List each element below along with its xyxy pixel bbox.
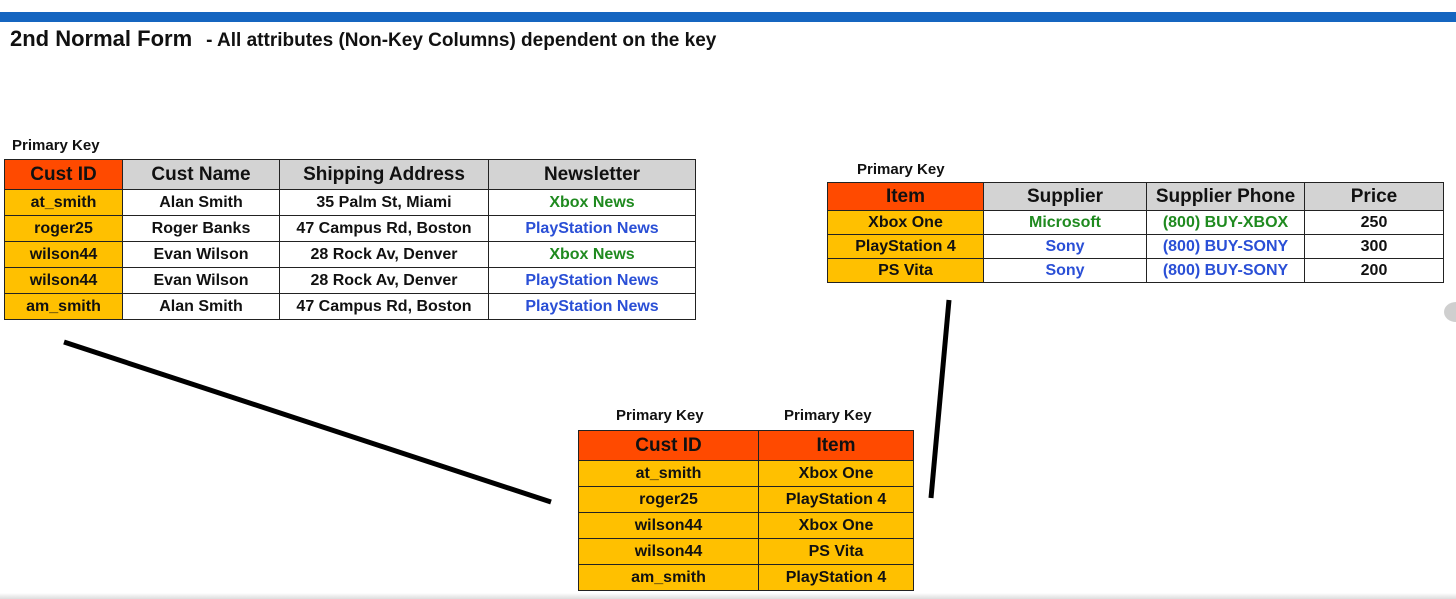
col-header-item: Item (827, 182, 984, 211)
newsletter-cell: Xbox News (488, 241, 696, 268)
link-header-row: Cust ID Item (578, 430, 914, 461)
price-cell: 250 (1304, 210, 1444, 235)
table-row: PlayStation 4 Sony (800) BUY-SONY 300 (827, 234, 1444, 259)
cust-name-cell: Alan Smith (122, 293, 280, 320)
cust-name-cell: Evan Wilson (122, 241, 280, 268)
cust-id-cell: wilson44 (578, 512, 759, 539)
customers-table: Cust ID Cust Name Shipping Address Newsl… (4, 159, 696, 320)
price-cell: 300 (1304, 234, 1444, 259)
supplier-phone-cell: (800) BUY-XBOX (1146, 210, 1305, 235)
col-header-item: Item (758, 430, 914, 461)
cust-id-cell: roger25 (578, 486, 759, 513)
customers-to-link-line (63, 339, 552, 505)
table-row: Xbox One Microsoft (800) BUY-XBOX 250 (827, 210, 1444, 235)
edge-scroll-handle[interactable] (1444, 302, 1456, 322)
supplier-cell: Sony (983, 258, 1147, 283)
cust-name-cell: Roger Banks (122, 215, 280, 242)
item-cell: PlayStation 4 (827, 234, 984, 259)
cust-id-cell: roger25 (4, 215, 123, 242)
col-header-newsletter: Newsletter (488, 159, 696, 190)
table-row: am_smith Alan Smith 47 Campus Rd, Boston… (4, 293, 696, 320)
items-header-row: Item Supplier Supplier Phone Price (827, 182, 1444, 211)
top-accent-bar (0, 12, 1456, 22)
page-title: 2nd Normal Form - All attributes (Non-Key… (10, 26, 716, 52)
cust-name-cell: Evan Wilson (122, 267, 280, 294)
link-pk-label-cust: Primary Key (616, 407, 704, 424)
col-header-shipping-address: Shipping Address (279, 159, 489, 190)
item-cell: PlayStation 4 (758, 486, 914, 513)
cust-id-cell: at_smith (4, 189, 123, 216)
table-row: wilson44 Evan Wilson 28 Rock Av, Denver … (4, 267, 696, 294)
newsletter-cell: PlayStation News (488, 293, 696, 320)
bottom-edge-shadow (0, 593, 1456, 599)
shipping-address-cell: 28 Rock Av, Denver (279, 241, 489, 268)
title-main: 2nd Normal Form (10, 26, 193, 51)
item-cell: Xbox One (827, 210, 984, 235)
cust-id-cell: wilson44 (4, 241, 123, 268)
supplier-phone-cell: (800) BUY-SONY (1146, 234, 1305, 259)
cust-id-cell: am_smith (4, 293, 123, 320)
item-cell: Xbox One (758, 512, 914, 539)
item-cell: PS Vita (758, 538, 914, 565)
shipping-address-cell: 35 Palm St, Miami (279, 189, 489, 216)
cust-id-cell: at_smith (578, 460, 759, 487)
table-row: at_smith Alan Smith 35 Palm St, Miami Xb… (4, 189, 696, 216)
item-cell: Xbox One (758, 460, 914, 487)
table-row: wilson44 Evan Wilson 28 Rock Av, Denver … (4, 241, 696, 268)
shipping-address-cell: 47 Campus Rd, Boston (279, 293, 489, 320)
col-header-cust-id: Cust ID (578, 430, 759, 461)
items-pk-label: Primary Key (857, 161, 945, 178)
supplier-phone-cell: (800) BUY-SONY (1146, 258, 1305, 283)
col-header-cust-name: Cust Name (122, 159, 280, 190)
cust-id-cell: wilson44 (578, 538, 759, 565)
cust-id-cell: wilson44 (4, 267, 123, 294)
item-cell: PlayStation 4 (758, 564, 914, 591)
col-header-cust-id: Cust ID (4, 159, 123, 190)
col-header-supplier: Supplier (983, 182, 1147, 211)
price-cell: 200 (1304, 258, 1444, 283)
items-table: Item Supplier Supplier Phone Price Xbox … (827, 182, 1444, 283)
newsletter-cell: Xbox News (488, 189, 696, 216)
table-row: wilson44 PS Vita (578, 538, 914, 565)
table-row: roger25 PlayStation 4 (578, 486, 914, 513)
table-row: at_smith Xbox One (578, 460, 914, 487)
table-row: roger25 Roger Banks 47 Campus Rd, Boston… (4, 215, 696, 242)
newsletter-cell: PlayStation News (488, 267, 696, 294)
supplier-cell: Sony (983, 234, 1147, 259)
newsletter-cell: PlayStation News (488, 215, 696, 242)
supplier-cell: Microsoft (983, 210, 1147, 235)
table-row: PS Vita Sony (800) BUY-SONY 200 (827, 258, 1444, 283)
items-to-link-line (928, 299, 952, 499)
col-header-supplier-phone: Supplier Phone (1146, 182, 1305, 211)
link-pk-label-item: Primary Key (784, 407, 872, 424)
title-subtitle: - All attributes (Non-Key Columns) depen… (206, 30, 717, 51)
customers-header-row: Cust ID Cust Name Shipping Address Newsl… (4, 159, 696, 190)
cust-id-cell: am_smith (578, 564, 759, 591)
item-cell: PS Vita (827, 258, 984, 283)
shipping-address-cell: 47 Campus Rd, Boston (279, 215, 489, 242)
table-row: am_smith PlayStation 4 (578, 564, 914, 591)
shipping-address-cell: 28 Rock Av, Denver (279, 267, 489, 294)
cust-name-cell: Alan Smith (122, 189, 280, 216)
table-row: wilson44 Xbox One (578, 512, 914, 539)
link-table: Cust ID Item at_smith Xbox One roger25 P… (578, 430, 914, 591)
customers-pk-label: Primary Key (12, 137, 100, 154)
col-header-price: Price (1304, 182, 1444, 211)
